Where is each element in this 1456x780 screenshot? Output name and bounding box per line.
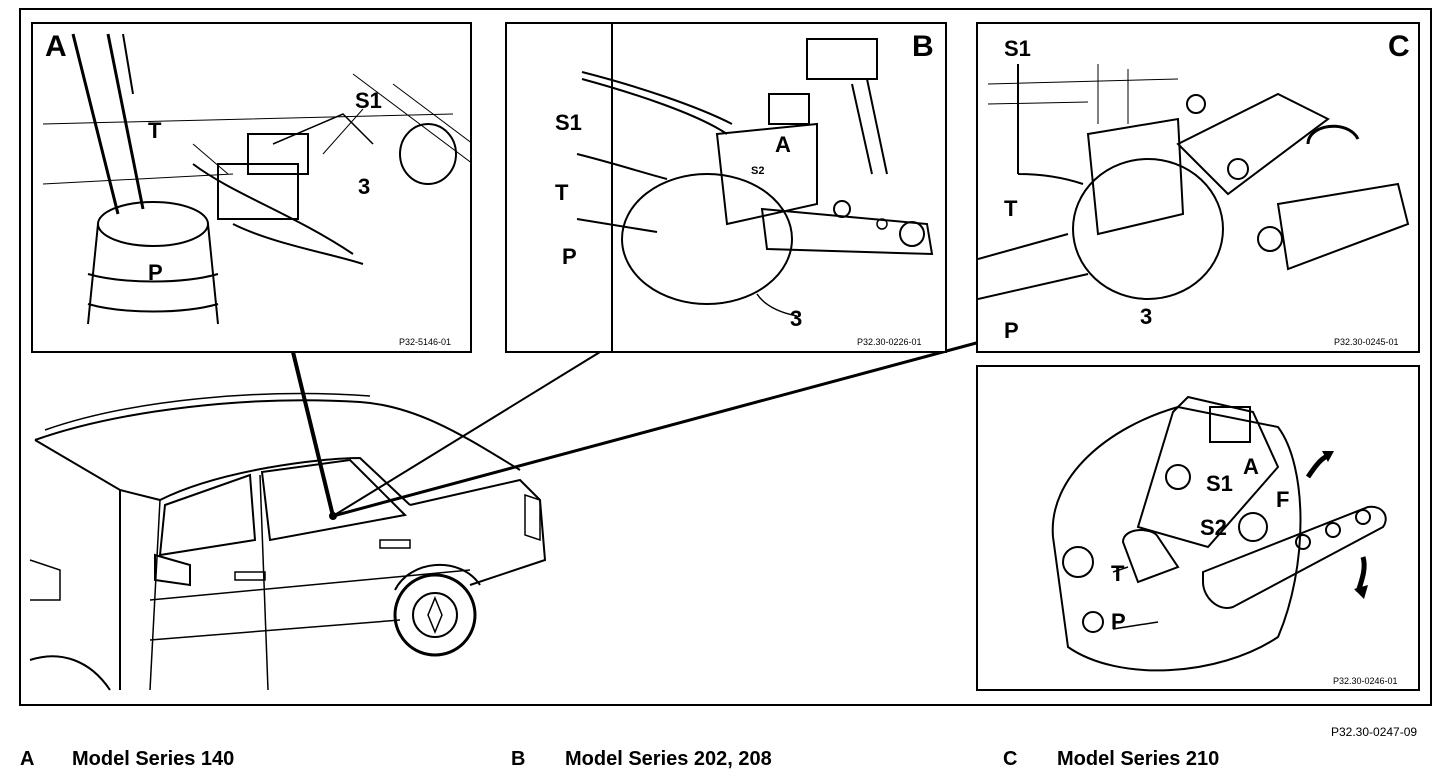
panel-a-code: P32-5146-01 — [399, 337, 452, 347]
leader-line-c — [332, 340, 981, 518]
panel-b-letter: B — [912, 30, 934, 63]
panel-detail-label-f: F — [1276, 487, 1290, 512]
panel-b-code: P32.30-0226-01 — [857, 337, 922, 347]
panel-b: B S1 T P A S2 3 P32.30-0226-01 — [505, 22, 947, 353]
panel-c-code: P32.30-0245-01 — [1334, 337, 1399, 347]
panel-a-label-p: P — [148, 260, 163, 285]
panel-c-label-s1: S1 — [1004, 36, 1031, 61]
panel-c-label-t: T — [1004, 196, 1018, 221]
panel-detail: S1 A F S2 T P P32.30-0246-01 — [976, 365, 1420, 691]
panel-c-letter: C — [1388, 30, 1410, 63]
panel-b-drawing — [576, 24, 934, 351]
panel-c-label-p: P — [1004, 318, 1019, 343]
panel-detail-label-p: P — [1111, 609, 1126, 634]
panel-a-label-3: 3 — [358, 174, 371, 199]
panel-detail-label-s2: S2 — [1200, 515, 1227, 540]
panel-b-label-a: A — [775, 132, 791, 157]
panel-c: C S1 T P 3 P32.30-0245-01 — [976, 22, 1420, 353]
mount-point-dot — [329, 512, 337, 520]
panel-detail-code: P32.30-0246-01 — [1333, 676, 1398, 686]
panel-a-letter: A — [45, 30, 67, 63]
panel-c-label-3: 3 — [1140, 304, 1153, 329]
panel-b-label-p: P — [562, 244, 577, 269]
panel-detail-drawing — [1051, 395, 1387, 672]
panel-a: A S1 T 3 P P32-5146-01 — [31, 22, 472, 353]
caption-text-a: Model Series 140 — [72, 748, 235, 770]
caption-key-c: C — [1003, 748, 1018, 770]
caption-text-b: Model Series 202, 208 — [565, 748, 772, 770]
leader-line-a — [291, 351, 335, 517]
figure-reference: P32.30-0247-09 — [1331, 725, 1418, 739]
panel-c-drawing — [978, 64, 1410, 300]
panel-b-label-t: T — [555, 180, 569, 205]
caption-key-b: B — [511, 748, 526, 770]
panel-b-label-3: 3 — [790, 306, 803, 331]
panel-a-drawing — [42, 33, 470, 325]
caption-text-c: Model Series 210 — [1057, 748, 1220, 770]
panel-b-label-s1: S1 — [555, 110, 582, 135]
panel-a-label-t: T — [148, 118, 162, 143]
panel-b-label-s2: S2 — [751, 165, 765, 177]
panel-detail-label-t: T — [1111, 561, 1125, 586]
panel-a-label-s1: S1 — [355, 88, 382, 113]
figure-frame — [19, 8, 1432, 706]
panel-detail-label-s1: S1 — [1206, 471, 1233, 496]
caption-key-a: A — [20, 748, 35, 770]
panel-detail-label-a: A — [1243, 454, 1259, 479]
